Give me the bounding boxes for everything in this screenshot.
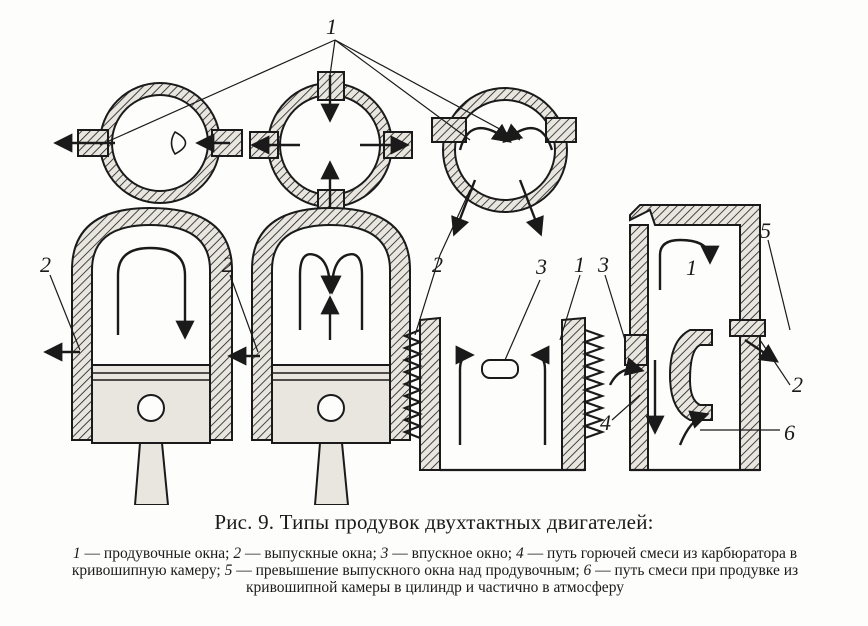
cylinder-1	[43, 206, 233, 505]
legend-number: 5	[224, 562, 233, 579]
legend-number: 2	[233, 545, 242, 562]
label-3-right: 3	[597, 252, 609, 277]
label-2-right: 2	[792, 372, 803, 397]
cylinder-4	[608, 204, 779, 472]
label-1-center: 1	[574, 252, 585, 277]
label-2-left: 2	[40, 252, 51, 277]
legend-text: — выпускные окна;	[241, 545, 381, 562]
legend-number: 1	[72, 545, 81, 562]
legend-number: 4	[515, 545, 524, 562]
label-6-right: 6	[784, 420, 795, 445]
label-2-center: 2	[432, 252, 443, 277]
label-3-center: 3	[535, 254, 547, 279]
legend-text: — превышение выпускного окна над продуво…	[232, 562, 584, 579]
top-section-1	[53, 82, 243, 204]
cylinder-3	[402, 316, 606, 472]
top-section-3	[431, 87, 577, 237]
figure-caption-title: Рис. 9. Типы продувок двухтактных двигат…	[214, 510, 654, 534]
cylinder-2	[227, 206, 411, 505]
label-1-top: 1	[326, 14, 337, 39]
legend-text: — продувочные окна;	[80, 545, 234, 562]
leader-lines	[49, 39, 791, 431]
engine-scavenging-figure: 1 2 2 2 3 1 3 1 5 2 4 6	[40, 14, 803, 505]
label-2-middle: 2	[222, 252, 233, 277]
legend-text: — впускное окно;	[388, 545, 516, 562]
legend-number: 3	[380, 545, 389, 562]
label-1-right: 1	[686, 255, 697, 280]
legend-text: — путь горючей смеси из карбюратора в кр…	[71, 545, 798, 579]
top-section-2	[249, 71, 413, 219]
label-5-right: 5	[760, 218, 771, 243]
legend-text: — путь смеси при продувке из кривошипной…	[246, 562, 799, 596]
label-4-right: 4	[600, 410, 611, 435]
legend-number: 6	[583, 562, 592, 579]
figure-caption-legend: 1 — продувочные окна; 2 — выпускные окна…	[40, 545, 830, 596]
